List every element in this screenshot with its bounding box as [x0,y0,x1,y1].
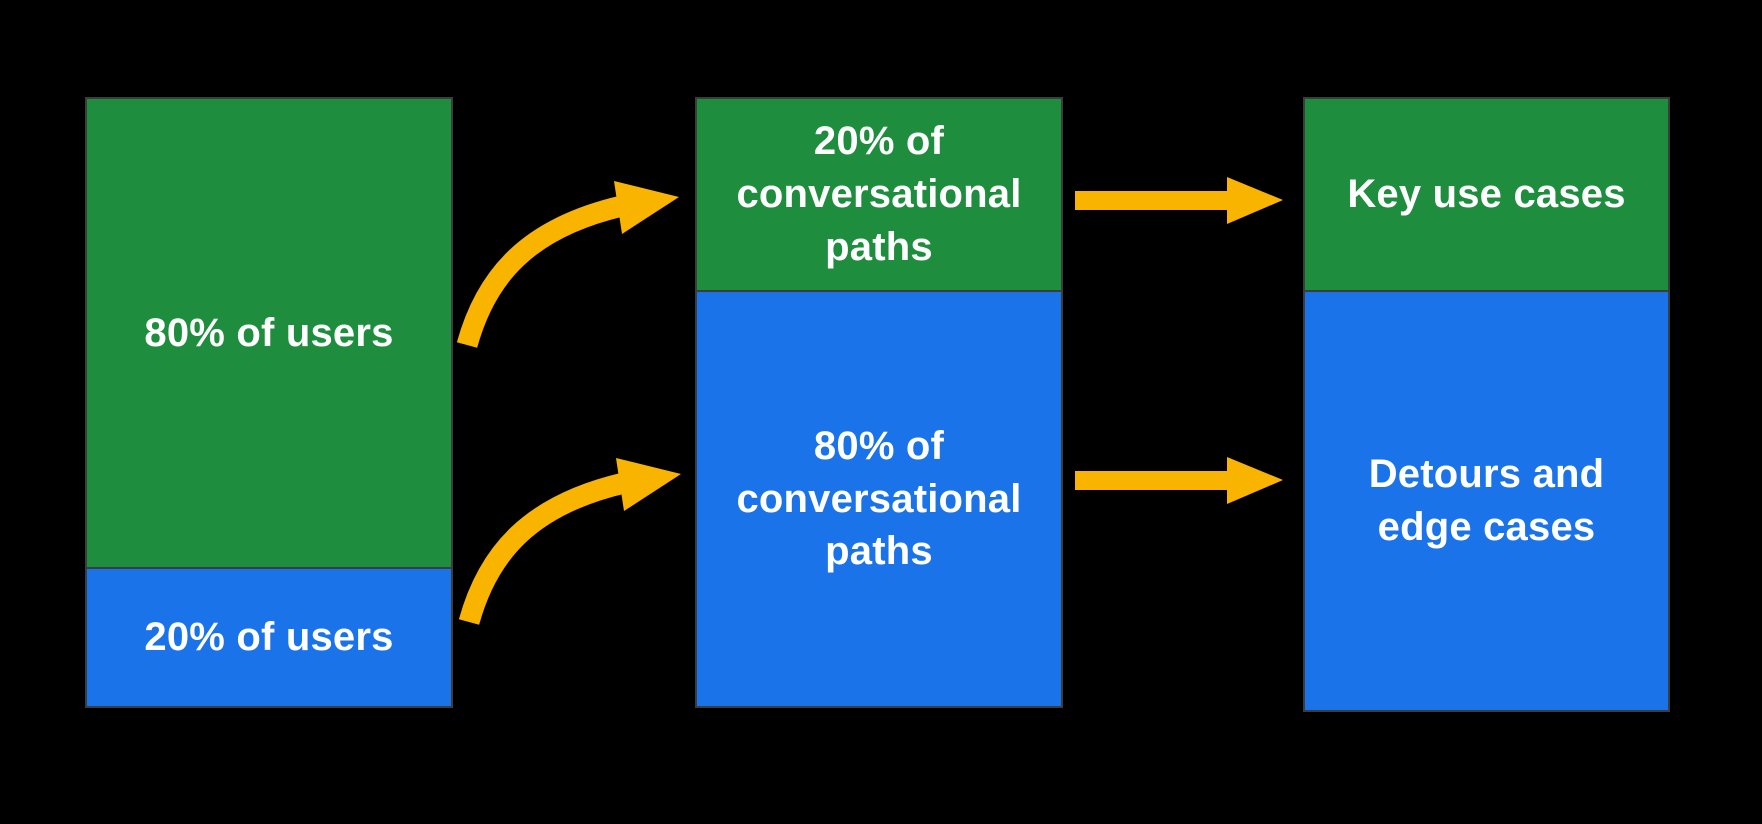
key-use-cases-segment: Key use cases [1305,99,1668,290]
conversational-paths-bar: 20% of conversational paths 80% of conve… [695,97,1063,708]
segment-label: Key use cases [1347,172,1626,217]
detours-edge-cases-segment: Detours and edge cases [1305,290,1668,710]
straight-arrow-top-icon [1075,177,1283,224]
users-minority-segment: 20% of users [87,567,451,706]
paths-minority-segment: 20% of conversational paths [697,99,1061,290]
curved-arrow-top-icon [456,181,679,348]
outcomes-bar: Key use cases Detours and edge cases [1303,97,1670,712]
paths-majority-segment: 80% of conversational paths [697,290,1061,706]
segment-label: 80% of users [144,310,394,355]
straight-arrow-bottom-icon [1075,457,1283,504]
segment-label: 20% of users [144,615,394,660]
users-majority-segment: 80% of users [87,99,451,567]
users-bar: 80% of users 20% of users [85,97,453,708]
curved-arrow-bottom-icon [458,458,681,625]
segment-label: Detours and edge cases [1368,452,1605,549]
segment-label: 20% of conversational paths [736,119,1022,269]
segment-label: 80% of conversational paths [736,423,1022,574]
